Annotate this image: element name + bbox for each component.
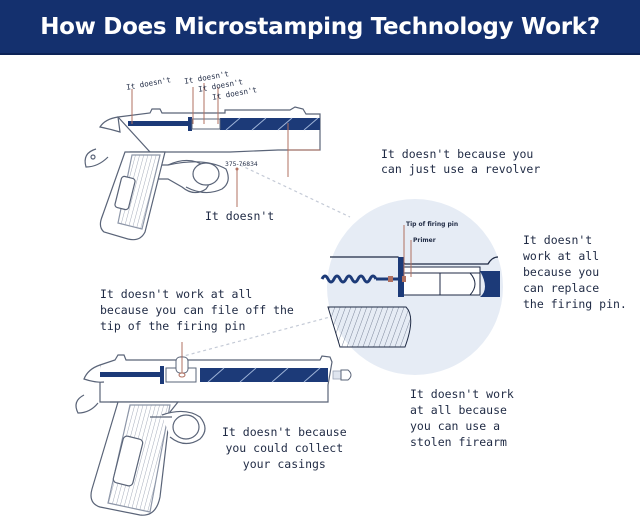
tip-of-firing-pin-label: Tip of firing pin xyxy=(406,221,459,228)
annotation-file-off-tip: It doesn't work at all because you can f… xyxy=(100,287,294,333)
serial-number: 375-76834 xyxy=(225,161,258,168)
annotation-replace-firing-pin: It doesn't work at all because you can r… xyxy=(523,233,627,311)
bottom-recoil-spring xyxy=(100,372,160,377)
diagram-area: It doesn't It doesn't It doesn't It does… xyxy=(0,57,640,525)
page-title: How Does Microstamping Technology Work? xyxy=(40,13,600,40)
top-recoil-spring xyxy=(128,121,188,126)
diagram-artwork xyxy=(75,83,503,516)
primer-label: Primer xyxy=(413,237,436,244)
annotation-stolen-firearm: It doesn't work at all because you can u… xyxy=(410,387,514,449)
bottom-pistol-illustration xyxy=(75,354,333,516)
annotation-revolver: It doesn't because you can just use a re… xyxy=(381,147,541,176)
annotation-collect-casings: It doesn't because you could collect you… xyxy=(222,425,347,471)
bottom-barrel xyxy=(200,368,328,382)
title-banner: How Does Microstamping Technology Work? xyxy=(0,0,640,55)
bullet-icon xyxy=(332,369,352,381)
trigger-label: It doesn't xyxy=(205,209,275,223)
top-barrel xyxy=(220,118,320,130)
firing-pin-zoom-circle xyxy=(320,199,503,375)
top-leader-lines xyxy=(131,83,320,207)
